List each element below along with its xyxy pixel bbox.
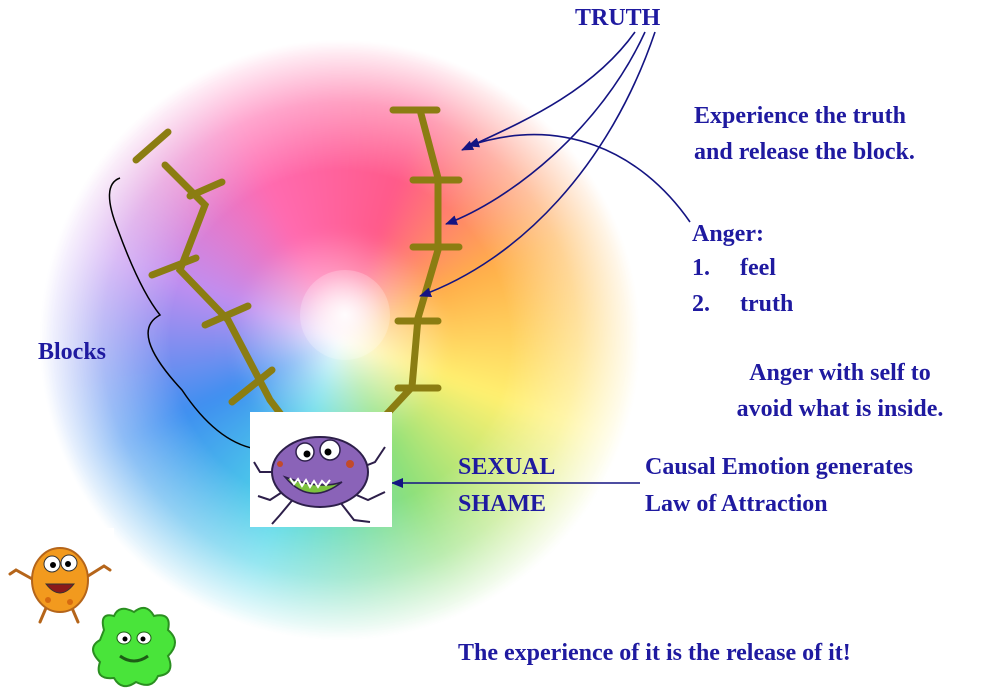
blocks-brace [109,178,268,450]
green-blob-monster-icon [84,600,184,693]
truth-arrow-2 [446,32,645,224]
green-creature [84,600,184,693]
anger-arrow [468,135,690,222]
truth-label: TRUTH [575,2,660,34]
central-creature [250,412,392,527]
causal-emotion-line-2: Law of Attraction [645,488,828,520]
anger-steps-list: 1.feel 2.truth [692,252,793,324]
anger-step-text: truth [740,291,793,317]
blocks-label: Blocks [38,336,106,368]
purple-monster-icon [250,412,392,527]
shame-label: SHAME [458,488,546,520]
anger-step-text: feel [740,255,776,281]
experience-line-1: Experience the truth [694,100,906,132]
anger-step: 1.feel [692,252,793,288]
truth-arrow-3 [420,32,655,296]
causal-emotion-line-1: Causal Emotion generates [645,451,913,483]
left-block-ladder [136,132,295,433]
right-block-ladder [370,110,459,432]
footer-statement: The experience of it is the release of i… [458,637,851,669]
block-bar [136,132,168,160]
anger-step-number: 2. [692,288,740,320]
block-bar [190,182,222,196]
anger-step-number: 1. [692,252,740,284]
experience-line-2: and release the block. [694,136,915,168]
anger-self-line-2: avoid what is inside. [690,393,990,425]
anger-title: Anger: [692,218,764,250]
sexual-label: SEXUAL [458,451,555,483]
block-bar [152,258,196,275]
right-ladder-spine [370,110,438,432]
anger-self-line-1: Anger with self to [690,357,990,389]
anger-step: 2.truth [692,288,793,324]
